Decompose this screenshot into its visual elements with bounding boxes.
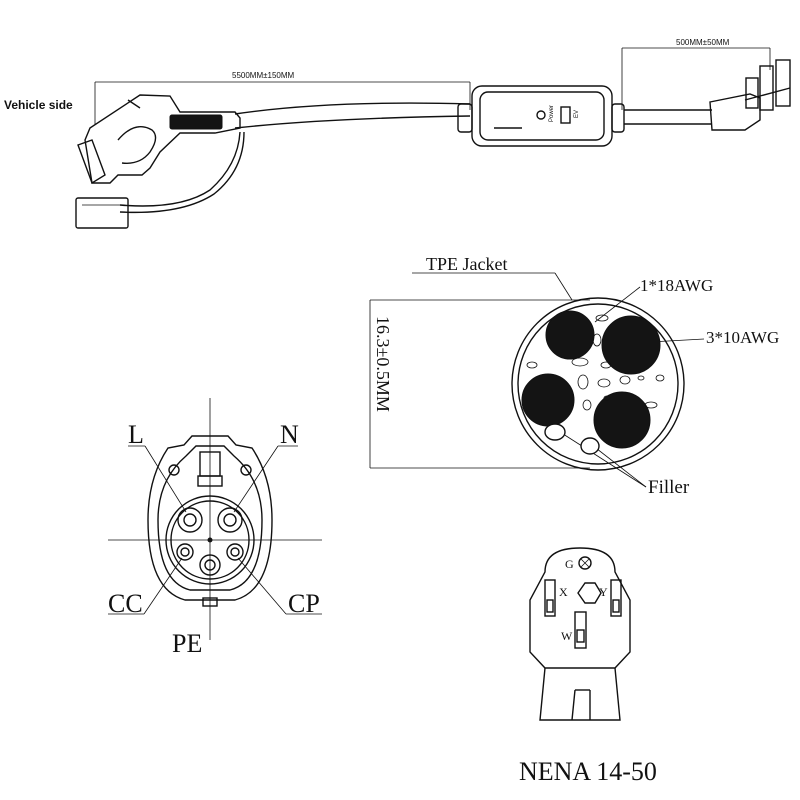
pin-x-label: X xyxy=(559,585,568,599)
pin-w-label: W xyxy=(561,629,573,643)
cable-assembly: Vehicle side 5500MM±150MM 500MM±50MM xyxy=(4,38,791,229)
filler-label: Filler xyxy=(648,477,690,498)
ev-indicator-label: EV xyxy=(574,110,580,118)
cable-length-label: 5500MM±150MM xyxy=(232,71,295,80)
pin-pe-label: PE xyxy=(172,629,202,658)
pin-x xyxy=(544,579,556,617)
pin-g-label: G xyxy=(565,557,574,571)
ground-pin xyxy=(578,556,592,570)
pin-y-label: Y xyxy=(599,585,608,599)
pin-cp xyxy=(226,543,244,561)
pin-l xyxy=(177,507,203,533)
pin-cc-label: CC xyxy=(108,589,143,618)
pin-l-label: L xyxy=(128,420,144,449)
diameter-label: 16.3±0.5MM xyxy=(373,316,393,412)
pin-cp-label: CP xyxy=(288,589,320,618)
cable-length-dimension: 5500MM±150MM xyxy=(94,71,471,125)
pin-cc xyxy=(176,543,194,561)
power-wire-label: 3*10AWG xyxy=(706,328,779,347)
filler-1 xyxy=(544,423,566,441)
filler-2 xyxy=(580,437,600,455)
power-conductor-2 xyxy=(521,373,575,427)
nema-plug-face: G X Y W NENA 14-50 xyxy=(519,547,657,786)
nema-plug-side-drawing xyxy=(709,59,791,131)
control-box-drawing: Power EV xyxy=(457,85,625,147)
power-indicator-label: Power xyxy=(549,105,555,122)
pin-pe xyxy=(199,554,221,576)
cable-cross-section: TPE Jacket 1*18AWG 3*10AWG Filler 16.3±0… xyxy=(369,254,779,498)
power-indicator-icon xyxy=(536,110,546,120)
pin-y xyxy=(610,579,622,617)
pin-n-label: N xyxy=(280,420,299,449)
pin-w xyxy=(574,611,587,649)
vehicle-connector-face: L N CC CP PE xyxy=(108,398,322,658)
plug-cord-length-label: 500MM±50MM xyxy=(676,38,730,47)
jacket-label: TPE Jacket xyxy=(426,254,507,274)
vehicle-connector-drawing xyxy=(75,94,245,229)
plug-title: NENA 14-50 xyxy=(519,757,657,786)
vehicle-side-label: Vehicle side xyxy=(4,98,73,112)
pin-n xyxy=(217,507,243,533)
power-conductor-3 xyxy=(593,391,651,449)
power-conductor-1 xyxy=(601,315,661,375)
signal-conductor xyxy=(545,310,595,360)
signal-wire-label: 1*18AWG xyxy=(640,276,713,295)
